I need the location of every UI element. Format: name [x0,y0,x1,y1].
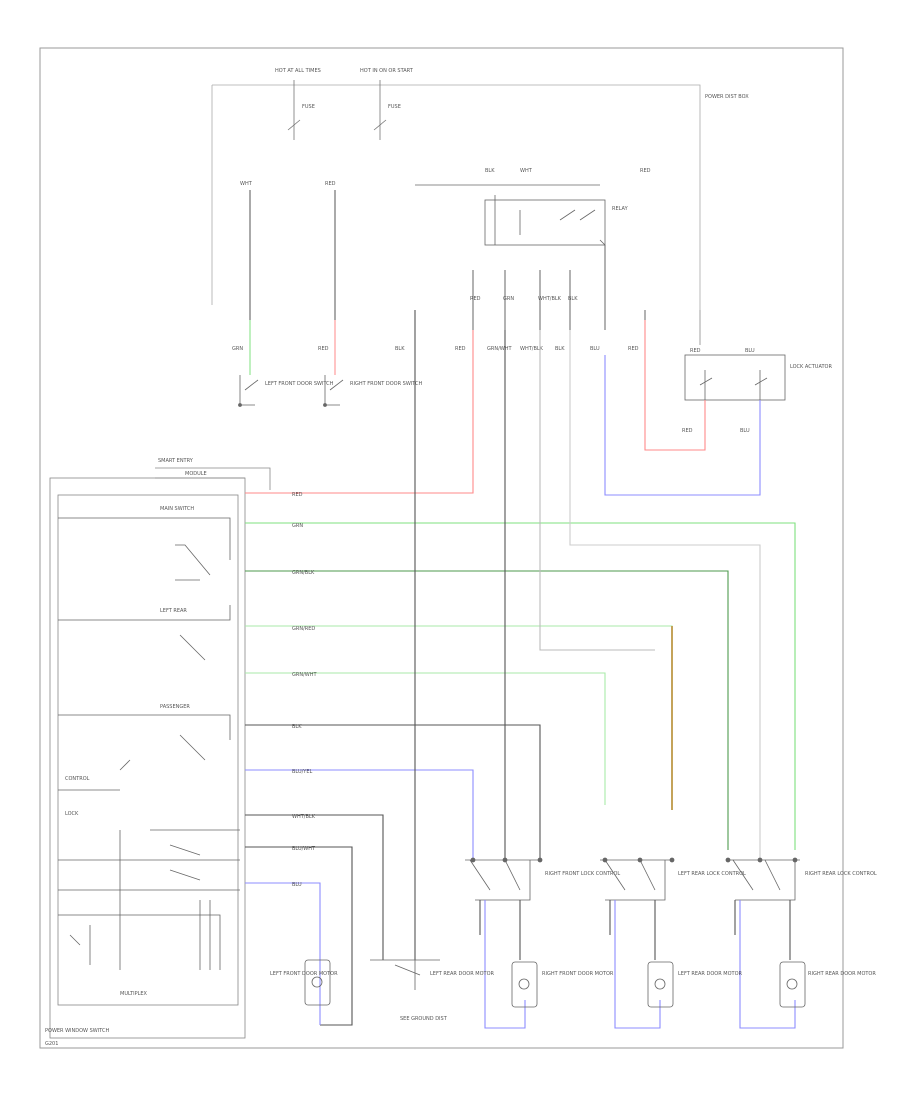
sw-lock-label: LOCK [65,811,79,817]
code-e: BLU [590,346,600,352]
harness-code-10: BLU [292,882,302,888]
relay-pin-label-a: BLK [485,168,495,174]
right-loop-code-red: RED [682,428,693,434]
motor-right-front [511,961,538,1008]
left-door-switch [238,375,259,407]
main-switch-group [58,517,240,970]
harness-code-6: BLK [292,724,302,730]
door-switch-feeds [249,190,336,375]
motor-center-note: SEE GROUND DIST [400,1016,448,1022]
hot-label-b: HOT IN ON OR START [360,68,414,74]
code-c: WHT/BLK [520,346,544,352]
bottom-tag: G201 [45,1041,58,1047]
motor-left-rear [647,961,674,1008]
wire-code-w16: RED [325,181,336,187]
relay-out-3: WHT/BLK [538,296,562,302]
connector-top-label: SMART ENTRY [158,458,194,464]
harness-code-3: GRN/BLK [292,570,315,576]
fuse-label-1: FUSE [302,104,315,110]
connector-sub-label: MODULE [185,471,207,477]
right-door-switch [323,375,344,407]
right-box-wires [604,310,761,496]
code-left-sw: GRN [232,346,243,352]
fuse-label-2: FUSE [388,104,401,110]
lock-control-2 [600,857,675,901]
harness-code-2: GRN [292,523,303,529]
harness-code-8: WHT/BLK [292,814,316,820]
lock-control-1 [465,857,543,901]
right-door-switch-label: RIGHT FRONT DOOR SWITCH [350,381,423,387]
motor-left-front-label: LEFT FRONT DOOR MOTOR [270,971,338,977]
relay-pin-label-c: RED [640,168,651,174]
harness-code-7: BLU/YEL [292,769,313,775]
motor-right-front-label: RIGHT FRONT DOOR MOTOR [542,971,614,977]
right-lock-actuator-box [684,354,786,401]
motor-center-label: LEFT REAR DOOR MOTOR [430,971,495,977]
sw-main-label: MAIN SWITCH [160,506,194,512]
motor-left-front [304,959,331,1006]
top-left-fuses [211,80,701,310]
right-box-pin-b: BLU [745,348,755,354]
relay-label: RELAY [612,206,629,212]
harness-wires [245,310,796,1026]
sw-control-label: CONTROL [65,776,90,782]
motor-center [370,959,440,990]
lock-control-1-label: RIGHT FRONT LOCK CONTROL [545,871,620,877]
code-d: BLK [555,346,565,352]
relay-pin-label-b: WHT [520,168,533,174]
bottom-motor-wires [479,900,796,1029]
motor-right-rear [779,961,806,1008]
bottom-left-label: POWER WINDOW SWITCH [45,1028,109,1034]
lock-control-3 [725,857,800,901]
hot-label-a: HOT AT ALL TIMES [275,68,321,74]
relay-box [415,184,606,246]
lock-control-3-label: RIGHT REAR LOCK CONTROL [805,871,877,877]
sw-left-label: LEFT REAR [160,608,187,614]
harness-code-4: GRN/RED [292,626,315,632]
power-window-switch-module [49,467,271,1039]
harness-code-9: BLU/WHT [292,846,316,852]
code-splice: BLK [395,346,405,352]
relay-out-2: GRN [503,296,514,302]
lock-control-2-label: LEFT REAR LOCK CONTROL [678,871,746,877]
relay-outputs [472,245,646,330]
wire-code-w15: WHT [240,181,253,187]
motor-left-rear-label: LEFT REAR DOOR MOTOR [678,971,743,977]
harness-code-1: RED [292,492,303,498]
code-f: RED [628,346,639,352]
harness-code-5: GRN/WHT [292,672,317,678]
relay-out-1: RED [470,296,481,302]
diagram-frame [39,47,844,1049]
code-right-sw: RED [318,346,329,352]
sw-pass-label: PASSENGER [160,704,190,710]
right-box-label: LOCK ACTUATOR [790,364,832,370]
right-box-pin-a: RED [690,348,701,354]
module-main-label: MULTIPLEX [120,991,148,997]
power-dist-label: POWER DIST BOX [705,94,749,100]
code-b: GRN/WHT [487,346,512,352]
motor-right-rear-label: RIGHT REAR DOOR MOTOR [808,971,876,977]
left-door-switch-label: LEFT FRONT DOOR SWITCH [265,381,334,387]
relay-out-4: BLK [568,296,578,302]
right-loop-code-blu: BLU [740,428,750,434]
code-a: RED [455,346,466,352]
